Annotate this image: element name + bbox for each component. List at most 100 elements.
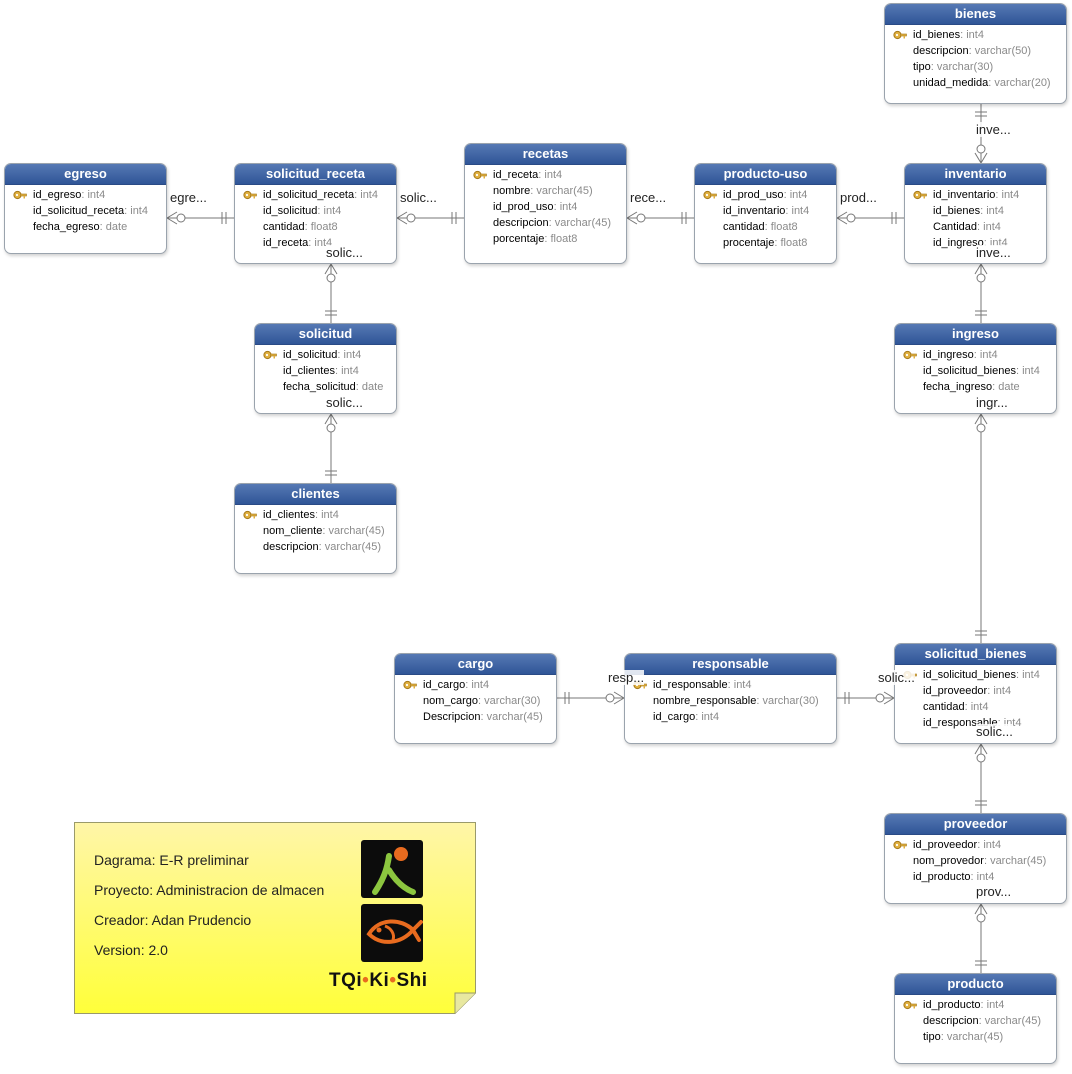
column-field[interactable]: Cantidad: int4 bbox=[905, 219, 1046, 235]
column-field[interactable]: tipo: varchar(45) bbox=[895, 1029, 1056, 1045]
field-name: id_cargo bbox=[653, 711, 696, 723]
primary-key-field[interactable]: id_solicitud: int4 bbox=[255, 347, 396, 363]
primary-key-field[interactable]: id_inventario: int4 bbox=[905, 187, 1046, 203]
field-name: descripcion bbox=[263, 541, 319, 553]
column-field[interactable]: nombre: varchar(45) bbox=[465, 183, 626, 199]
primary-key-field[interactable]: id_responsable: int4 bbox=[625, 677, 836, 693]
column-field[interactable]: descripcion: varchar(45) bbox=[465, 215, 626, 231]
column-field[interactable]: id_prod_uso: int4 bbox=[465, 199, 626, 215]
column-field[interactable]: id_inventario: int4 bbox=[695, 203, 836, 219]
field-type: : int4 bbox=[995, 189, 1020, 201]
primary-key-field[interactable]: id_prod_uso: int4 bbox=[695, 187, 836, 203]
column-field[interactable]: id_solicitud: int4 bbox=[235, 203, 396, 219]
column-field[interactable]: id_producto: int4 bbox=[885, 869, 1066, 885]
column-field[interactable]: nom_provedor: varchar(45) bbox=[885, 853, 1066, 869]
column-field[interactable]: unidad_medida: varchar(20) bbox=[885, 75, 1066, 91]
column-field[interactable]: id_cargo: int4 bbox=[625, 709, 836, 725]
field-name: id_solicitud_receta bbox=[263, 189, 355, 201]
rel-label-inventario-ingreso: inve... bbox=[976, 245, 1011, 260]
field-type: : int4 bbox=[973, 349, 998, 361]
field-name: nom_provedor bbox=[913, 855, 984, 867]
column-field[interactable]: cantidad: float8 bbox=[235, 219, 396, 235]
field-name: Cantidad bbox=[933, 221, 978, 233]
primary-key-field[interactable]: id_cargo: int4 bbox=[395, 677, 556, 693]
column-field[interactable]: cantidad: int4 bbox=[895, 699, 1056, 715]
primary-key-field[interactable]: id_receta: int4 bbox=[465, 167, 626, 183]
primary-key-field[interactable]: id_producto: int4 bbox=[895, 997, 1056, 1013]
rel-label-solicitud-receta: solic... bbox=[400, 190, 437, 205]
column-field[interactable]: procentaje: float8 bbox=[695, 235, 836, 251]
column-field[interactable]: id_bienes: int4 bbox=[905, 203, 1046, 219]
note-project: Proyecto: Administracion de almacen bbox=[94, 882, 325, 898]
crowfoot-mark bbox=[974, 743, 982, 755]
entity-solicitud-bienes[interactable]: solicitud_bienes id_solicitud_bienes: in… bbox=[894, 643, 1057, 744]
optional-mark bbox=[976, 753, 986, 763]
crowfoot-mark bbox=[974, 263, 982, 275]
entity-solicitud-receta[interactable]: solicitud_receta id_solicitud_receta: in… bbox=[234, 163, 397, 264]
field-type: : int4 bbox=[337, 349, 362, 361]
column-field[interactable]: id_solicitud_receta: int4 bbox=[5, 203, 166, 219]
field-name: nom_cargo bbox=[423, 695, 479, 707]
column-field[interactable]: id_solicitud_bienes: int4 bbox=[895, 363, 1056, 379]
column-field[interactable]: fecha_egreso: date bbox=[5, 219, 166, 235]
optional-mark bbox=[176, 213, 186, 223]
column-field[interactable]: descripcion: varchar(45) bbox=[895, 1013, 1056, 1029]
field-name: id_proveedor bbox=[923, 685, 988, 697]
optional-mark bbox=[875, 693, 885, 703]
field-type: : int4 bbox=[314, 509, 339, 521]
primary-key-icon bbox=[903, 350, 917, 360]
crowfoot-mark bbox=[626, 217, 638, 225]
column-field[interactable]: id_proveedor: int4 bbox=[895, 683, 1056, 699]
primary-key-field[interactable]: id_solicitud_bienes: int4 bbox=[895, 667, 1056, 683]
crowfoot-mark bbox=[980, 152, 988, 164]
field-name: fecha_solicitud bbox=[283, 381, 356, 393]
field-type: : varchar(45) bbox=[322, 525, 385, 537]
crowfoot-mark bbox=[166, 217, 178, 225]
rel-label-bienes-inventario: inve... bbox=[976, 122, 1011, 137]
column-field[interactable]: Descripcion: varchar(45) bbox=[395, 709, 556, 725]
field-type: : int4 bbox=[960, 29, 984, 41]
column-field[interactable]: tipo: varchar(30) bbox=[885, 59, 1066, 75]
primary-key-field[interactable]: id_proveedor: int4 bbox=[885, 837, 1066, 853]
primary-key-field[interactable]: id_clientes: int4 bbox=[235, 507, 396, 523]
field-name: nombre_responsable bbox=[653, 695, 757, 707]
field-type: : varchar(45) bbox=[978, 1015, 1042, 1027]
column-field[interactable]: descripcion: varchar(45) bbox=[235, 539, 396, 555]
field-name: id_producto bbox=[923, 999, 981, 1011]
field-name: cantidad bbox=[723, 221, 765, 233]
column-field[interactable]: id_receta: int4 bbox=[235, 235, 396, 251]
column-field[interactable]: descripcion: varchar(50) bbox=[885, 43, 1066, 59]
primary-key-icon bbox=[893, 30, 907, 40]
primary-key-field[interactable]: id_bienes: int4 bbox=[885, 27, 1066, 43]
field-name: id_receta bbox=[493, 169, 539, 181]
rel-label-responsable-solicitud-bienes: solic... bbox=[878, 670, 915, 685]
crowfoot-mark bbox=[166, 211, 178, 219]
column-field[interactable]: nom_cliente: varchar(45) bbox=[235, 523, 396, 539]
primary-key-field[interactable]: id_egreso: int4 bbox=[5, 187, 166, 203]
field-type: : int4 bbox=[695, 711, 720, 723]
column-field[interactable]: nombre_responsable: varchar(30) bbox=[625, 693, 836, 709]
primary-key-field[interactable]: id_ingreso: int4 bbox=[895, 347, 1056, 363]
field-type: : varchar(30) bbox=[930, 61, 994, 73]
column-field[interactable]: cantidad: float8 bbox=[695, 219, 836, 235]
primary-key-field[interactable]: id_solicitud_receta: int4 bbox=[235, 187, 396, 203]
column-field[interactable]: id_clientes: int4 bbox=[255, 363, 396, 379]
column-field[interactable]: fecha_solicitud: date bbox=[255, 379, 396, 395]
field-type: : varchar(30) bbox=[756, 695, 819, 707]
column-field[interactable]: fecha_ingreso: date bbox=[895, 379, 1056, 395]
column-field[interactable]: nom_cargo: varchar(30) bbox=[395, 693, 556, 709]
column-field[interactable]: porcentaje: float8 bbox=[465, 231, 626, 247]
